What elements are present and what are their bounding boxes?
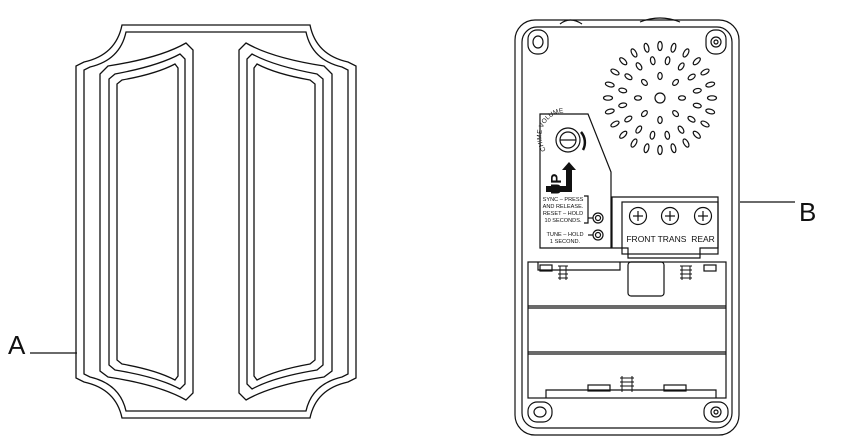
speaker-slot (633, 95, 643, 101)
battery-spring-top-right (680, 265, 692, 280)
speaker-slot (705, 81, 716, 88)
cover-right-panel (238, 42, 333, 401)
sync-line-4: 10 SECONDS. (545, 218, 582, 224)
mounting-hole-top-left (527, 29, 549, 55)
terminal-screw-front (628, 206, 648, 226)
speaker-slot (700, 68, 710, 76)
speaker-slot (618, 102, 628, 109)
speaker-slot (624, 115, 633, 123)
speaker-slot (677, 125, 685, 134)
terminal-label-trans: TRANS (658, 234, 687, 244)
speaker-slot (635, 125, 643, 134)
speaker-slot (664, 130, 671, 140)
callout-a: A (8, 330, 77, 360)
speaker-slot (643, 42, 650, 53)
speaker-slot (672, 78, 680, 86)
base-part-b (514, 17, 740, 436)
speaker-slot (618, 87, 628, 94)
speaker-slot (610, 68, 620, 76)
speaker-slot (604, 81, 615, 88)
speaker-slot (664, 56, 671, 66)
terminal-label-rear: REAR (691, 234, 715, 244)
speaker-slot (692, 57, 701, 66)
terminal-label-front: FRONT (626, 234, 655, 244)
speaker-slot (640, 78, 648, 86)
chime-volume-knob (555, 127, 587, 153)
speaker-slot (657, 71, 663, 81)
sync-line-3: RESET – HOLD (543, 211, 583, 217)
speaker-slot (692, 130, 701, 139)
speaker-slot (677, 62, 685, 71)
speaker-slot (649, 130, 656, 140)
cover-bevel (83, 31, 349, 412)
speaker-slot (687, 73, 696, 81)
speaker-slot (687, 115, 696, 123)
speaker-slot (682, 48, 690, 58)
speaker-slot (700, 120, 710, 128)
speaker-slot (672, 110, 680, 118)
speaker-center (654, 92, 666, 104)
speaker-slot (610, 120, 620, 128)
speaker-slot (670, 143, 677, 154)
callout-b-label: B (799, 197, 816, 227)
speaker-slot (619, 130, 628, 139)
callout-a-label: A (8, 330, 26, 360)
mounting-hole-bottom-left (527, 401, 553, 423)
tune-line-1: TUNE – HOLD (547, 232, 584, 238)
speaker-slot (705, 108, 716, 115)
battery-spring-top-left (558, 265, 568, 280)
sync-line-1: SYNC – PRESS (543, 197, 584, 203)
speaker-slot (643, 143, 650, 154)
speaker-slot (692, 87, 702, 94)
speaker-slot (649, 56, 656, 66)
speaker-slot (619, 57, 628, 66)
speaker-slot (630, 48, 638, 58)
speaker-grille (602, 40, 718, 156)
sync-button[interactable] (592, 212, 604, 224)
speaker-slot (657, 144, 663, 156)
mounting-hole-top-right (705, 29, 727, 55)
up-arrow-icon (546, 162, 576, 192)
tune-line-2: 1 SECOND. (550, 239, 581, 245)
speaker-slot (682, 138, 690, 148)
control-panel (539, 113, 612, 249)
speaker-slot (657, 115, 663, 125)
speaker-slot (635, 62, 643, 71)
cover-part-a (75, 24, 357, 419)
tune-button[interactable] (592, 229, 604, 241)
speaker-slot (624, 73, 633, 81)
speaker-slot (604, 108, 615, 115)
battery-compartment (527, 261, 727, 399)
battery-spring-bottom (620, 376, 634, 392)
speaker-slot (630, 138, 638, 148)
terminal-screw-rear (693, 206, 713, 226)
terminal-screw-trans (660, 206, 680, 226)
base-housing (514, 19, 740, 436)
speaker-slot (657, 40, 663, 52)
terminal-block (611, 196, 719, 259)
cover-outline (75, 24, 357, 419)
callout-b: B (740, 197, 816, 227)
speaker-slot (706, 95, 718, 101)
speaker-slot (670, 42, 677, 53)
base-labels: CHIME VOLUME UP SYNC – PRESS AND RELEASE… (536, 107, 714, 245)
sync-line-2: AND RELEASE. (543, 204, 584, 210)
speaker-slot (677, 95, 687, 101)
speaker-slot (692, 102, 702, 109)
base-inner-wall (521, 26, 733, 429)
cover-left-panel (99, 42, 194, 401)
speaker-slot (640, 110, 648, 118)
up-label: UP (548, 174, 565, 195)
mounting-hole-bottom-right (703, 401, 729, 423)
speaker-slot (602, 95, 614, 101)
